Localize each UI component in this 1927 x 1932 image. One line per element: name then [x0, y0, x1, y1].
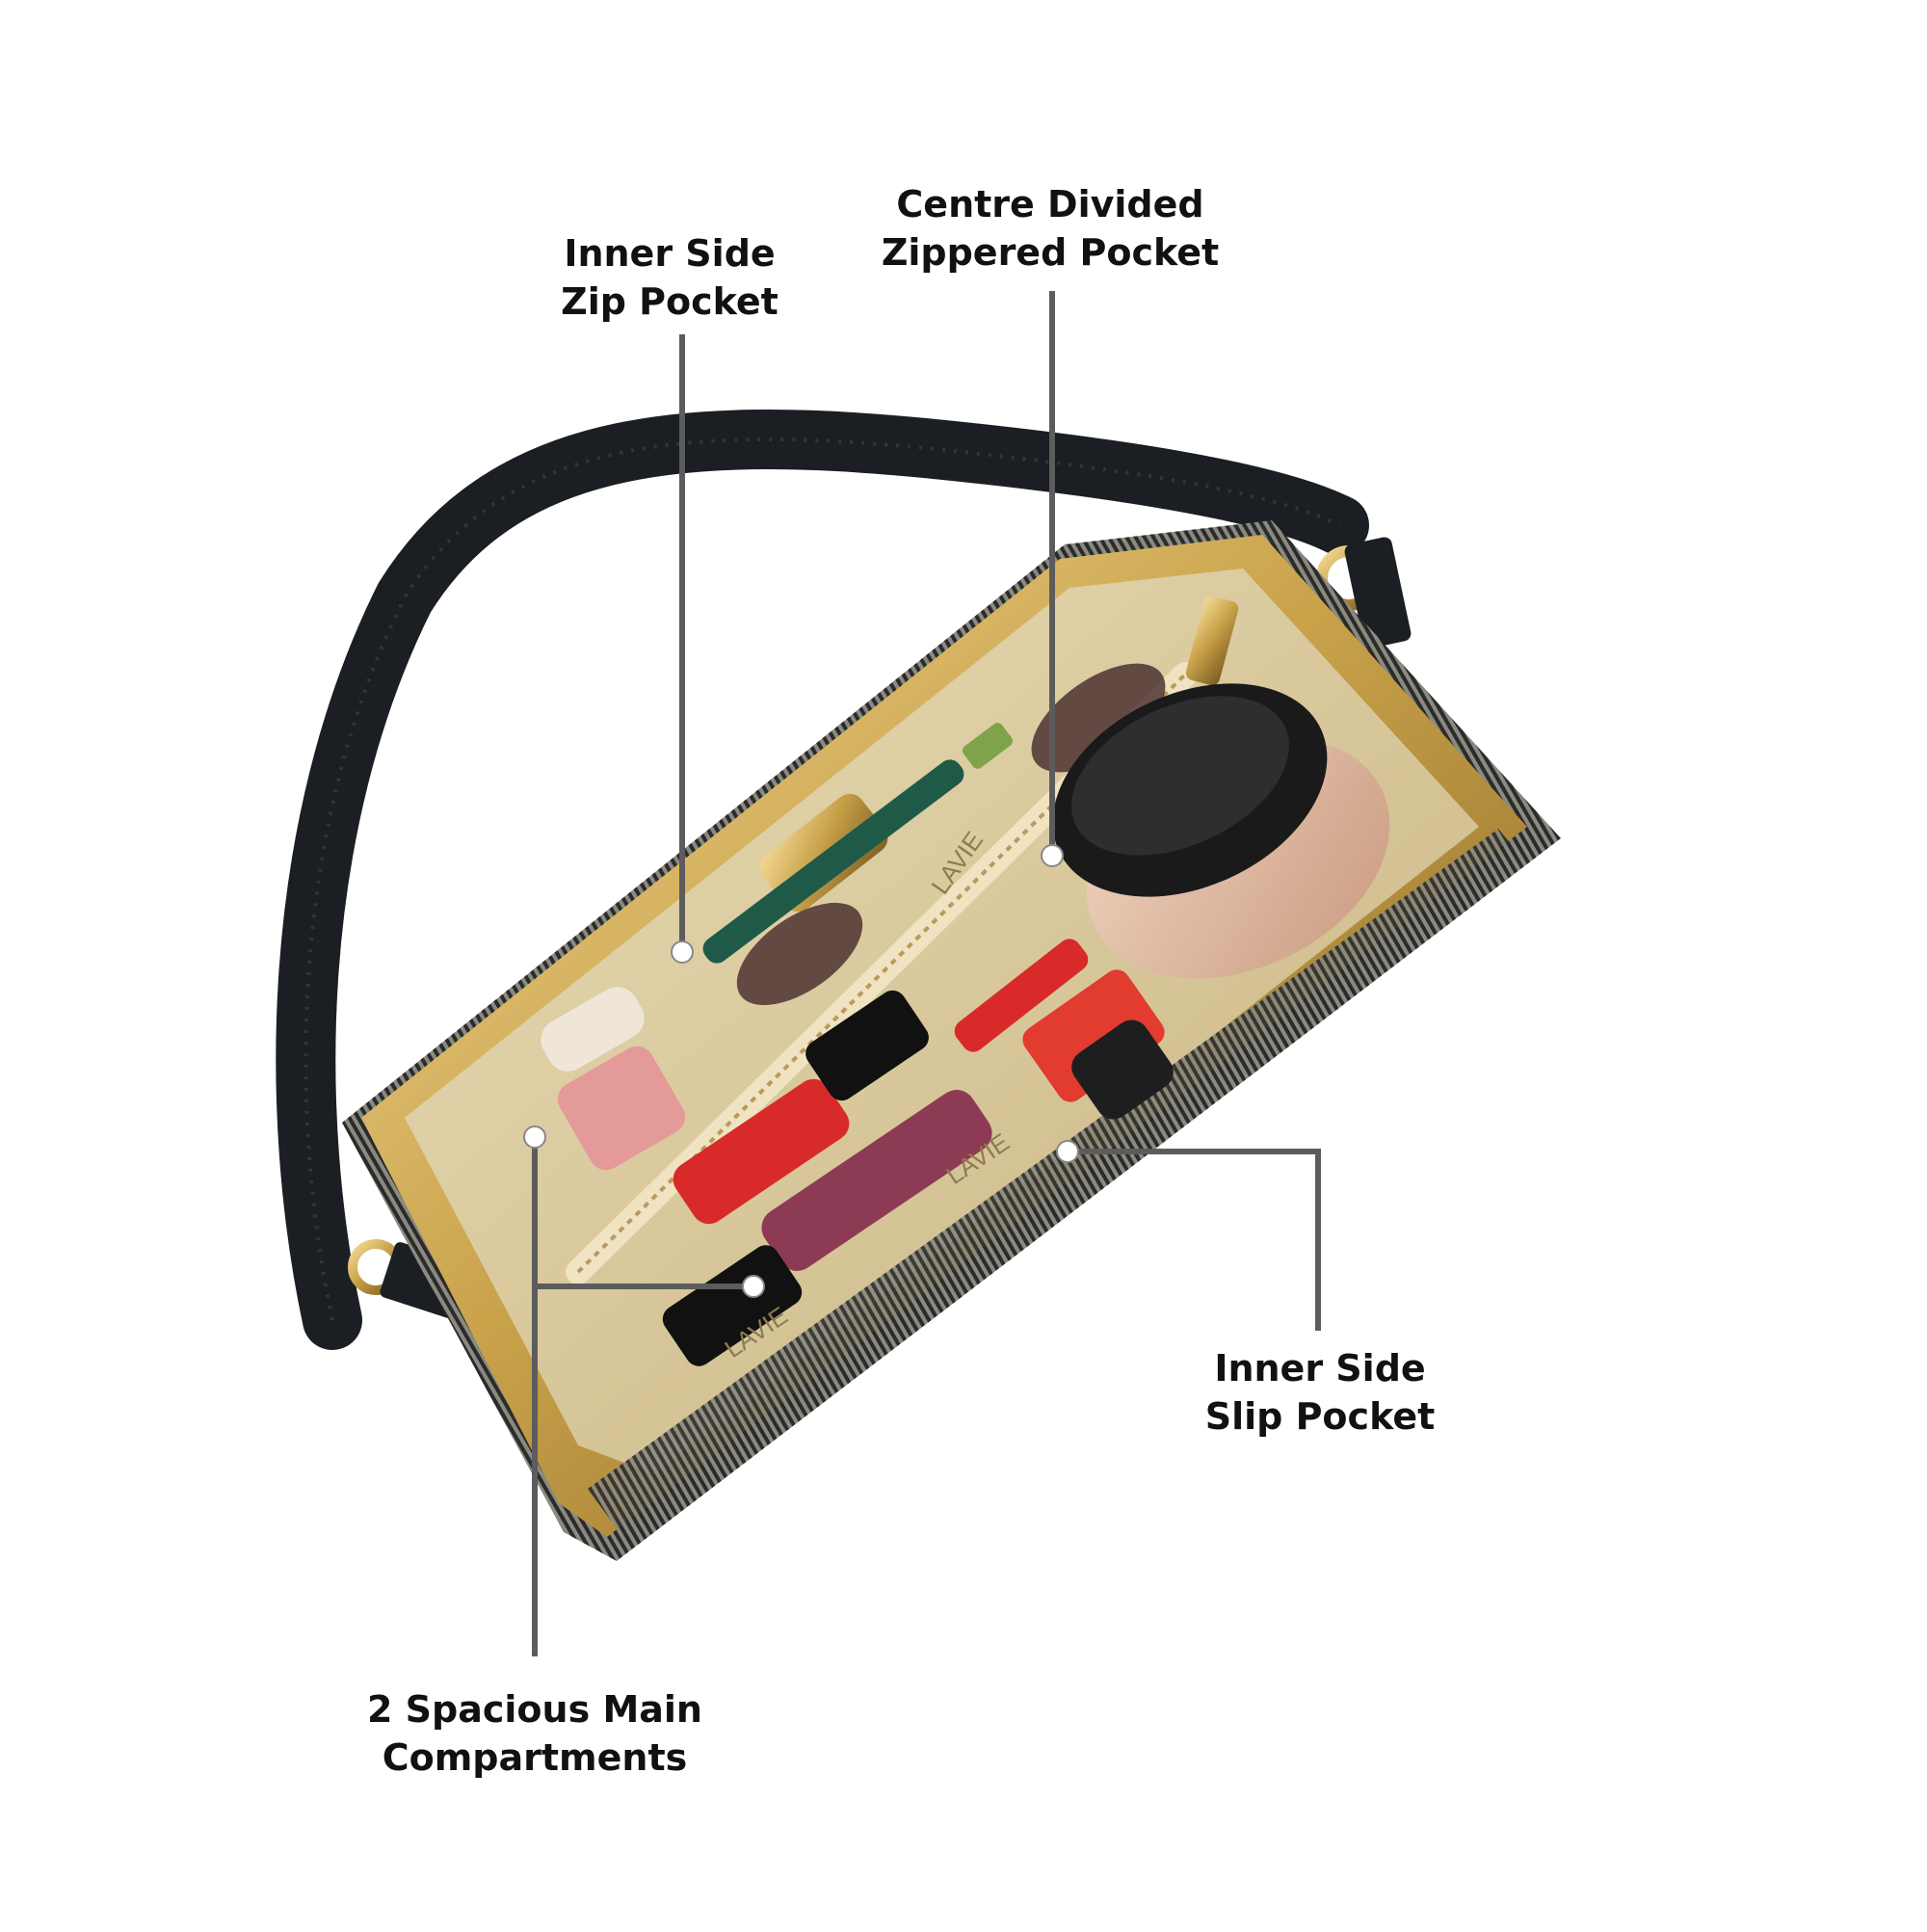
- callout-dots: [523, 844, 1079, 1298]
- red-polish-bottle: [1022, 969, 1165, 1102]
- callout-line: Inner Side: [564, 232, 776, 275]
- shoulder-strap: [276, 410, 1369, 1350]
- lipstick: [673, 1078, 850, 1225]
- callout-line: Centre Divided: [896, 183, 1204, 225]
- leader-slip-pocket: [1065, 1149, 1321, 1331]
- dot-slip-pocket: [1056, 1140, 1079, 1163]
- callout-centre-divided-zippered-pocket: Centre Divided Zippered Pocket: [867, 180, 1233, 277]
- callout-main-compartments: 2 Spacious Main Compartments: [356, 1685, 713, 1782]
- callout-line: Inner Side: [1214, 1347, 1426, 1389]
- dot-main-left: [523, 1125, 546, 1149]
- nail-polish-bottle: [557, 1045, 686, 1171]
- callout-inner-side-slip-pocket: Inner Side Slip Pocket: [1185, 1344, 1455, 1441]
- callout-line: Zip Pocket: [561, 280, 779, 323]
- lip-gloss: [761, 1090, 992, 1271]
- callout-line: Slip Pocket: [1204, 1395, 1436, 1438]
- dot-main-right: [742, 1275, 765, 1298]
- dot-centre-pocket: [1041, 844, 1064, 867]
- callout-inner-side-zip-pocket: Inner Side Zip Pocket: [540, 229, 800, 326]
- dot-zip-pocket: [671, 940, 694, 964]
- callout-line: 2 Spacious Main: [367, 1688, 702, 1731]
- sunglasses: [1031, 663, 1166, 773]
- leader-lines: [532, 291, 1321, 1656]
- callout-line: Zippered Pocket: [881, 231, 1220, 274]
- eye-pencil: [702, 759, 964, 964]
- callout-line: Compartments: [382, 1736, 688, 1779]
